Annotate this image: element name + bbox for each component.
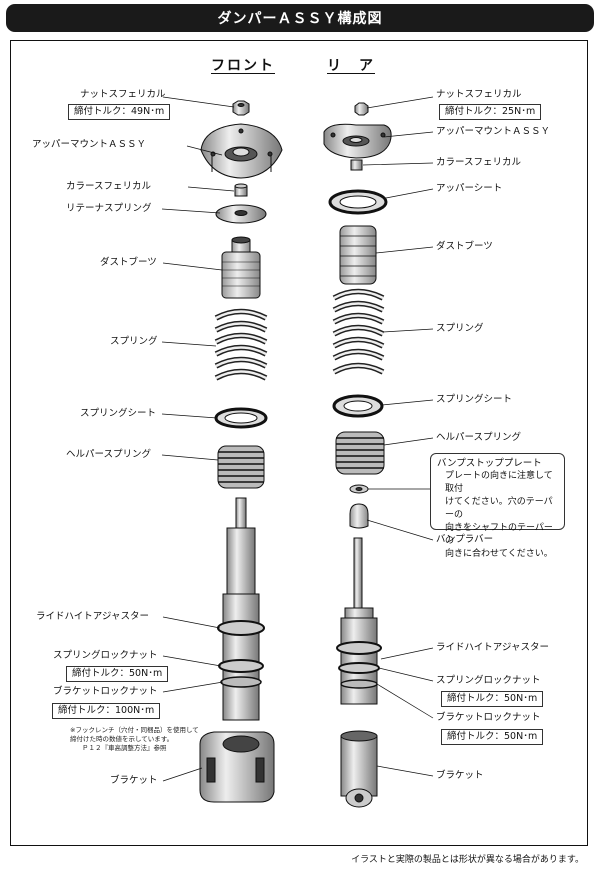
front-collar <box>234 183 248 197</box>
rear-bump-plate <box>349 484 369 494</box>
front-spring-seat <box>214 407 268 429</box>
rear-spring-coils-inner <box>333 290 384 374</box>
rear-bracket <box>340 730 378 808</box>
footer-disclaimer: イラストと実際の製品とは形状が異なる場合があります。 <box>351 855 584 865</box>
front-dust-boot-label: ダストブーツ <box>100 257 157 268</box>
front-nut-label: ナットスフェリカル <box>80 89 166 100</box>
diagram-frame <box>10 40 588 846</box>
front-nut-torque: 締付トルク：49N･m <box>68 104 171 120</box>
front-header: フロント <box>211 58 275 74</box>
page-title: ダンパーＡＳＳＹ構成図 <box>6 4 594 32</box>
front-bracket-lock-torque: 締付トルク：100N･m <box>52 703 161 719</box>
front-wrench-note: ※フックレンチ（穴付・同梱品）を使用して 締付けた時の数値を示しています。 Ｐ１… <box>70 726 199 752</box>
front-spring-lock-label: スプリングロックナット <box>53 650 158 661</box>
rear-spring-seat-label: スプリングシート <box>436 394 513 405</box>
bump-plate-title: バンプストッププレート <box>437 458 542 469</box>
rear-ride-height-label: ライドハイトアジャスター <box>436 642 549 653</box>
front-helper-spring-label: ヘルパースプリング <box>66 449 152 460</box>
rear-upper-mount-label: アッパーマウントＡＳＳＹ <box>436 126 551 137</box>
rear-upper-mount <box>323 123 392 159</box>
rear-spring-label: スプリング <box>436 323 484 334</box>
rear-collar <box>350 159 363 171</box>
front-bracket-label: ブラケット <box>110 775 158 786</box>
front-dust-boot <box>221 236 261 299</box>
rear-upper-seat <box>328 189 388 215</box>
front-retainer-label: リテーナスプリング <box>66 203 152 214</box>
front-spring <box>214 308 268 381</box>
front-helper-spring <box>217 445 265 489</box>
rear-spring-seat <box>332 394 384 418</box>
front-ride-height-label: ライドハイトアジャスター <box>36 611 149 622</box>
front-spring-label: スプリング <box>110 336 158 347</box>
front-shock-body <box>217 497 265 721</box>
front-spring-lock-torque: 締付トルク：50N･m <box>66 666 169 682</box>
rear-nut <box>354 102 369 116</box>
rear-header: リ ア <box>327 58 375 74</box>
rear-collar-label: カラースフェリカル <box>436 157 522 168</box>
front-bracket-lock-label: ブラケットロックナット <box>53 686 158 697</box>
rear-spring-lock-label: スプリングロックナット <box>436 675 541 686</box>
front-spring-coils-inner <box>215 310 267 380</box>
rear-bump-rubber <box>349 503 369 529</box>
rear-bump-rubber-label: バンプラバー <box>436 534 494 545</box>
front-upper-mount-label: アッパーマウントＡＳＳＹ <box>32 139 147 150</box>
front-bracket <box>199 731 275 803</box>
rear-bracket-label: ブラケット <box>436 770 484 781</box>
rear-nut-label: ナットスフェリカル <box>436 89 522 100</box>
rear-spring-lock-torque: 締付トルク：50N･m <box>441 691 544 707</box>
rear-dust-boot <box>339 225 377 285</box>
rear-upper-seat-label: アッパーシート <box>436 183 503 194</box>
rear-nut-torque: 締付トルク：25N･m <box>439 104 542 120</box>
front-upper-mount <box>200 123 283 179</box>
rear-shock-body <box>336 537 382 705</box>
front-collar-label: カラースフェリカル <box>66 181 152 192</box>
front-spring-seat-label: スプリングシート <box>80 408 157 419</box>
rear-dust-boot-label: ダストブーツ <box>436 241 493 252</box>
rear-bracket-lock-torque: 締付トルク：50N･m <box>441 729 544 745</box>
bump-stop-plate-notice: バンプストッププレート プレートの向きに注意して取付 けてください。穴のテーパー… <box>430 453 565 559</box>
rear-bracket-lock-label: ブラケットロックナット <box>436 712 541 723</box>
front-nut <box>232 100 250 116</box>
rear-helper-spring <box>335 431 385 475</box>
rear-helper-spring-label: ヘルパースプリング <box>436 432 522 443</box>
bump-plate-note: プレートの向きに注意して取付 けてください。穴のテーパーの 向きをシャフトのテー… <box>445 471 553 559</box>
front-retainer <box>215 204 267 224</box>
